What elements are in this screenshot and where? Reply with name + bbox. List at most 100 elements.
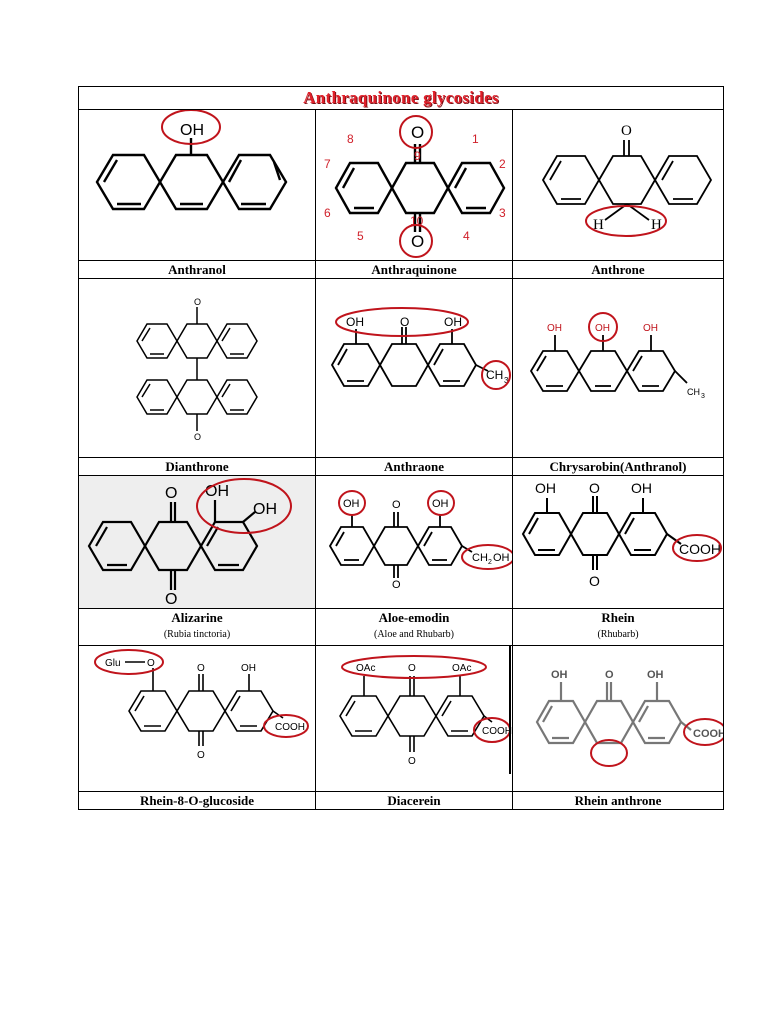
- highlight-circle: [94, 649, 164, 675]
- highlight-circle: [196, 478, 292, 534]
- svg-text:1: 1: [472, 132, 479, 146]
- compound-name: Aloe-emodin: [378, 610, 450, 625]
- alizarine-diagram: O O OH OH: [87, 478, 292, 608]
- compound-name: Anthraquinone: [371, 262, 457, 277]
- compound-name: Anthraone: [384, 459, 444, 474]
- svg-text:O: O: [621, 123, 632, 139]
- svg-text:COOH: COOH: [275, 722, 305, 733]
- svg-text:O: O: [400, 315, 409, 329]
- highlight-circle: [585, 205, 667, 237]
- oh-label: OH: [180, 122, 204, 139]
- anthraone-structure: OH O OH CH 3: [316, 279, 512, 457]
- table-title-row: Anthraquinone glycosides: [79, 87, 723, 110]
- column-divider: [512, 109, 513, 809]
- svg-text:OH: OH: [444, 315, 462, 329]
- svg-text:OAc: OAc: [356, 663, 375, 674]
- rhein-glucoside-diagram: Glu O O OH O COOH: [94, 649, 309, 761]
- svg-text:CH: CH: [486, 368, 503, 382]
- compound-name: Rhein: [601, 610, 635, 625]
- svg-text:O: O: [194, 297, 201, 307]
- row-divider: [79, 260, 723, 261]
- svg-text:OH: OH: [241, 663, 256, 674]
- svg-text:O: O: [605, 669, 614, 681]
- svg-text:O: O: [165, 485, 177, 502]
- svg-text:OH: OH: [205, 483, 229, 500]
- compound-source: (Rubia tinctoria): [163, 629, 231, 640]
- svg-text:O: O: [589, 573, 600, 589]
- svg-text:OH: OH: [595, 323, 610, 334]
- row-divider: [79, 278, 723, 279]
- svg-text:H: H: [651, 217, 662, 233]
- svg-text:Glu: Glu: [105, 658, 121, 669]
- compound-name: Chrysarobin(Anthranol): [549, 459, 687, 474]
- aloe-emodin-structure: OH O OH O CH 2 OH: [316, 476, 512, 608]
- highlight-circle: [590, 739, 628, 767]
- anthranol-structure: OH: [79, 110, 315, 260]
- rhein-diagram: OH O OH O COOH: [521, 480, 722, 589]
- svg-text:O: O: [408, 663, 416, 674]
- anthraone-diagram: OH O OH CH 3: [330, 307, 511, 390]
- svg-text:CH: CH: [472, 552, 488, 564]
- anthranol-diagram: OH: [95, 110, 288, 211]
- compound-source: (Rhubarb): [597, 629, 639, 640]
- o-label: O: [411, 232, 424, 251]
- alizarine-structure: O O OH OH: [79, 476, 315, 608]
- svg-text:3: 3: [701, 393, 705, 400]
- highlight-circle: [341, 655, 487, 679]
- svg-text:OH: OH: [343, 498, 360, 510]
- highlight-circle: [683, 718, 723, 746]
- compound-name: Rhein-8-O-glucoside: [139, 793, 255, 808]
- svg-text:H: H: [593, 217, 604, 233]
- row-divider: [79, 791, 723, 792]
- svg-text:9: 9: [414, 149, 421, 163]
- svg-text:O: O: [392, 499, 401, 511]
- highlight-circle: [588, 312, 618, 342]
- svg-text:3: 3: [504, 376, 509, 385]
- svg-text:2: 2: [488, 559, 492, 566]
- svg-text:OH: OH: [346, 315, 364, 329]
- highlight-circle: [672, 534, 722, 562]
- svg-text:OH: OH: [647, 669, 664, 681]
- svg-text:COOH: COOH: [679, 541, 721, 557]
- svg-text:O: O: [165, 591, 177, 608]
- row-divider: [79, 645, 723, 646]
- rhein-anthrone-diagram: OH O OH COOH: [535, 669, 723, 767]
- anthrone-structure: O H H: [513, 110, 723, 260]
- svg-text:OH: OH: [253, 501, 277, 518]
- highlight-circle: [263, 714, 309, 738]
- svg-text:CH: CH: [687, 387, 700, 397]
- highlight-circle: [427, 490, 455, 516]
- svg-text:OH: OH: [547, 323, 562, 334]
- svg-text:O: O: [147, 658, 155, 669]
- rhein-structure: OH O OH O COOH: [513, 476, 723, 608]
- anthraquinone-diagram: O O 8 1 9 7 2 6 3 10 5 4: [324, 115, 506, 258]
- svg-text:8: 8: [347, 132, 354, 146]
- highlight-circle: [461, 544, 512, 570]
- highlight-circle: [399, 115, 433, 149]
- svg-text:COOH: COOH: [482, 726, 512, 737]
- svg-text:6: 6: [324, 206, 331, 220]
- o-label: O: [411, 123, 424, 142]
- row-divider: [79, 457, 723, 458]
- dianthrone-structure: O O: [79, 279, 315, 457]
- compound-name: Dianthrone: [165, 459, 229, 474]
- diacerein-diagram: OAc O OAc O COOH: [339, 646, 512, 774]
- page-title: Anthraquinone glycosides: [303, 88, 499, 107]
- compound-name: Anthrone: [591, 262, 645, 277]
- rhein-glucoside-structure: Glu O O OH O COOH: [79, 646, 315, 791]
- svg-text:5: 5: [357, 229, 364, 243]
- compound-name: Rhein anthrone: [574, 793, 662, 808]
- highlight-circle: [161, 110, 221, 145]
- svg-text:OH: OH: [643, 323, 658, 334]
- highlight-circle: [481, 360, 511, 390]
- svg-text:OH: OH: [493, 552, 510, 564]
- highlight-circle: [338, 490, 366, 516]
- aloe-emodin-diagram: OH O OH O CH 2 OH: [328, 490, 512, 591]
- compound-name: Anthranol: [168, 262, 226, 277]
- highlight-circle: [335, 307, 469, 337]
- column-divider: [315, 109, 316, 809]
- svg-text:OH: OH: [432, 498, 449, 510]
- svg-text:3: 3: [499, 206, 506, 220]
- chrysarobin-structure: OH OH OH CH 3: [513, 279, 723, 457]
- svg-text:COOH: COOH: [693, 728, 723, 740]
